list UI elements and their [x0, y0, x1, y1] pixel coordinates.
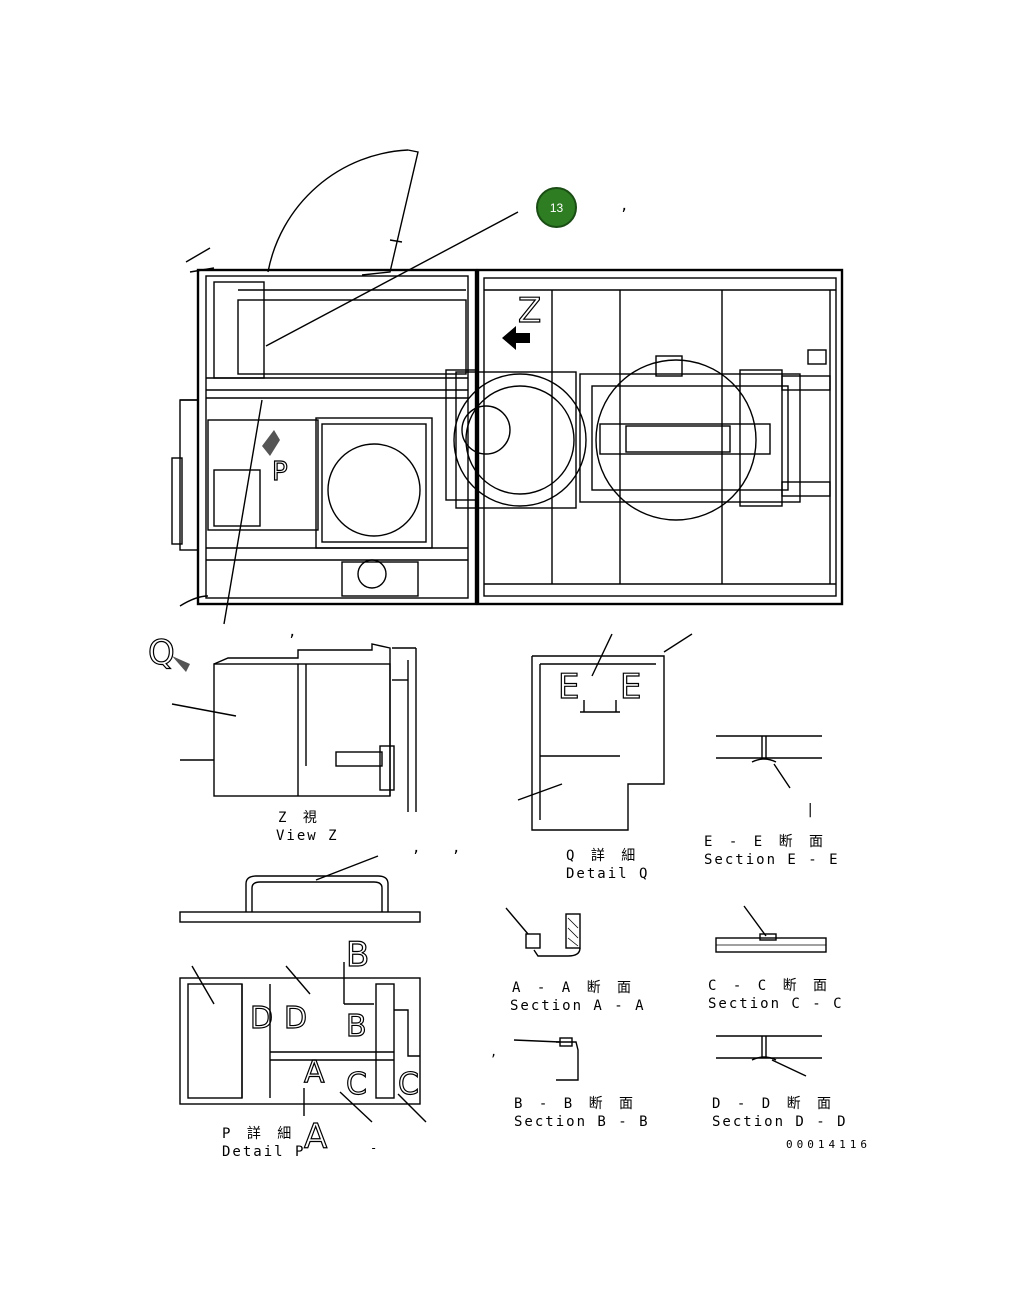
- view-z-title-en: View Z: [276, 828, 339, 844]
- letter-e-left: E: [558, 667, 579, 707]
- leader-p: [223, 399, 263, 625]
- comma-bb: ,: [490, 1045, 497, 1059]
- detail-q-title-jp: Q 詳 細: [566, 848, 639, 864]
- section-dd-drawing: [716, 1035, 822, 1077]
- section-dd-title-en: Section D - D: [712, 1114, 848, 1130]
- comma-z2: ,: [452, 840, 460, 856]
- detail-p-title-en: Detail P: [222, 1144, 305, 1160]
- detail-p-title-jp: P 詳 細: [222, 1126, 295, 1142]
- letter-c-right: C: [398, 1067, 419, 1102]
- boom-frame: [579, 373, 801, 503]
- callout-13-badge[interactable]: 13: [536, 187, 577, 228]
- letter-d-left: D: [250, 1001, 273, 1036]
- section-aa-drawing: [505, 907, 581, 957]
- letter-z: Z: [518, 291, 541, 331]
- dash-mark: -: [370, 1141, 377, 1155]
- right-frame-outer: [476, 268, 844, 606]
- left-frame-outer: [196, 268, 478, 606]
- main-plan-view: [171, 149, 844, 625]
- section-ee-drawing: [716, 735, 822, 789]
- panel-p-outline: [207, 419, 319, 531]
- view-z-drawing: Q: [147, 632, 417, 812]
- letter-d-right: D: [284, 1001, 307, 1036]
- leader-callout-13: [265, 211, 519, 347]
- letter-e-right: E: [620, 667, 641, 707]
- section-aa-title-en: Section A - A: [510, 998, 646, 1014]
- view-z-title-jp: Z 視: [278, 810, 321, 826]
- hatch-lid: [361, 149, 419, 276]
- section-cc-title-en: Section C - C: [708, 996, 844, 1012]
- letter-b-panel: B: [346, 1009, 367, 1044]
- letter-p-main: P: [272, 457, 288, 487]
- letter-a-panel: A: [304, 1055, 325, 1090]
- section-bb-title-en: Section B - B: [514, 1114, 650, 1130]
- section-cc-title-jp: C - C 断 面: [708, 978, 831, 994]
- comma-z1: ,: [412, 840, 420, 856]
- detail-q-title-en: Detail Q: [566, 866, 649, 882]
- hatch-swing-arc: [267, 149, 409, 273]
- letter-b-top: B: [346, 935, 369, 975]
- letter-c-left: C: [346, 1067, 367, 1102]
- view-p-arrow: [262, 430, 280, 456]
- letter-a-bottom: A: [304, 1117, 327, 1157]
- detail-q-drawing: [517, 633, 693, 831]
- tick-ee: |: [806, 802, 814, 818]
- section-aa-title-jp: A - A 断 面: [512, 980, 635, 996]
- section-cc-drawing: [715, 905, 827, 953]
- section-ee-title-en: Section E - E: [704, 852, 840, 868]
- section-dd-title-jp: D - D 断 面: [712, 1096, 835, 1112]
- callout-13-number: 13: [549, 200, 564, 215]
- comma-callout: ,: [620, 198, 628, 214]
- section-ee-title-jp: E - E 断 面: [704, 834, 827, 850]
- handle-drawing: [179, 855, 421, 923]
- letter-q: Q: [148, 633, 175, 673]
- comma-left: ,: [288, 624, 296, 640]
- detail-p-drawing: [179, 962, 427, 1123]
- section-bb-title-jp: B - B 断 面: [514, 1096, 637, 1112]
- section-bb-drawing: [513, 1037, 579, 1081]
- drawing-number: 00014116: [786, 1138, 871, 1151]
- turntable-outer: [453, 373, 587, 507]
- view-z-arrow: [502, 326, 530, 350]
